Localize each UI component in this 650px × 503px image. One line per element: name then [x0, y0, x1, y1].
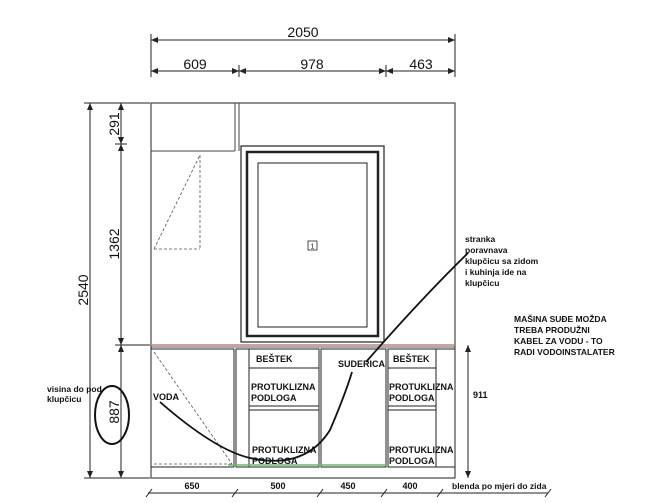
label-voda: VODA: [153, 392, 180, 402]
window: [240, 145, 385, 343]
dim-right-height: 911: [473, 390, 488, 400]
dim-total-height: 2540: [75, 274, 91, 305]
label-protuklizna-2a: PROTUKLIZNA: [389, 382, 454, 392]
dim-width-left: 609: [183, 56, 207, 72]
note-visina-line1: visina do pod: [47, 384, 102, 394]
highlight-ellipse: [94, 385, 130, 445]
note-masina-line1: MAŠINA SUĐE MOŽDA: [514, 313, 607, 324]
bottom-dimension-line: [145, 488, 552, 498]
dim-base-width-1: 650: [184, 481, 199, 491]
dim-base-width-3: 450: [340, 481, 355, 491]
label-bestek-right: BEŠTEK: [393, 353, 430, 364]
window-tag-box: [307, 240, 318, 251]
label-bestek-left: BEŠTEK: [256, 353, 293, 364]
left-dimension-lines: [84, 102, 150, 479]
label-protuklizna-1a: PROTUKLIZNA: [251, 382, 316, 392]
window-tag: 1: [311, 244, 315, 251]
note-masina-line4: RADI VODOINSTALATER: [514, 347, 615, 357]
label-protuklizna-2b: PODLOGA: [389, 393, 435, 403]
wall-outline: [150, 102, 456, 479]
dim-total-width: 2050: [287, 24, 318, 40]
dim-height-bottom: 887: [106, 400, 122, 424]
note-masina-line2: TREBA PRODUŽNI: [514, 324, 590, 335]
dim-base-width-4: 400: [402, 481, 417, 491]
connector-lines: [159, 252, 469, 462]
base-cabinets: [151, 348, 456, 468]
label-protuklizna-4a: PROTUKLIZNA: [389, 445, 454, 455]
note-stranka-line1: stranka: [465, 234, 496, 244]
note-masina-line3: KABEL ZA VODU - TO: [514, 336, 603, 346]
dim-height-top: 291: [106, 112, 122, 136]
note-stranka-line5: klupčicu: [465, 278, 499, 288]
note-stranka-line2: poravnava: [465, 245, 508, 255]
dashed-swing-upper: [153, 154, 201, 250]
note-blenda: blenda po mjeri do zida: [452, 481, 547, 491]
note-stranka-line4: i kuhinja ide na: [465, 267, 527, 277]
dim-width-middle: 978: [300, 56, 324, 72]
dim-height-middle: 1362: [106, 228, 122, 259]
label-protuklizna-4b: PODLOGA: [389, 456, 435, 466]
note-visina-line2: klupčicu: [47, 394, 81, 404]
label-protuklizna-1b: PODLOGA: [251, 393, 297, 403]
dim-width-right: 463: [409, 56, 433, 72]
label-protuklizna-3a: PROTUKLIZNA: [252, 445, 317, 455]
note-stranka-line3: klupčicu sa zidom: [465, 256, 539, 266]
dashed-swing-lower: [153, 351, 233, 465]
top-dimension-lines: [150, 34, 456, 77]
upper-left-cabinet: [151, 103, 240, 152]
label-suderica: SUDERICA: [338, 359, 386, 369]
dim-base-width-2: 500: [270, 481, 285, 491]
